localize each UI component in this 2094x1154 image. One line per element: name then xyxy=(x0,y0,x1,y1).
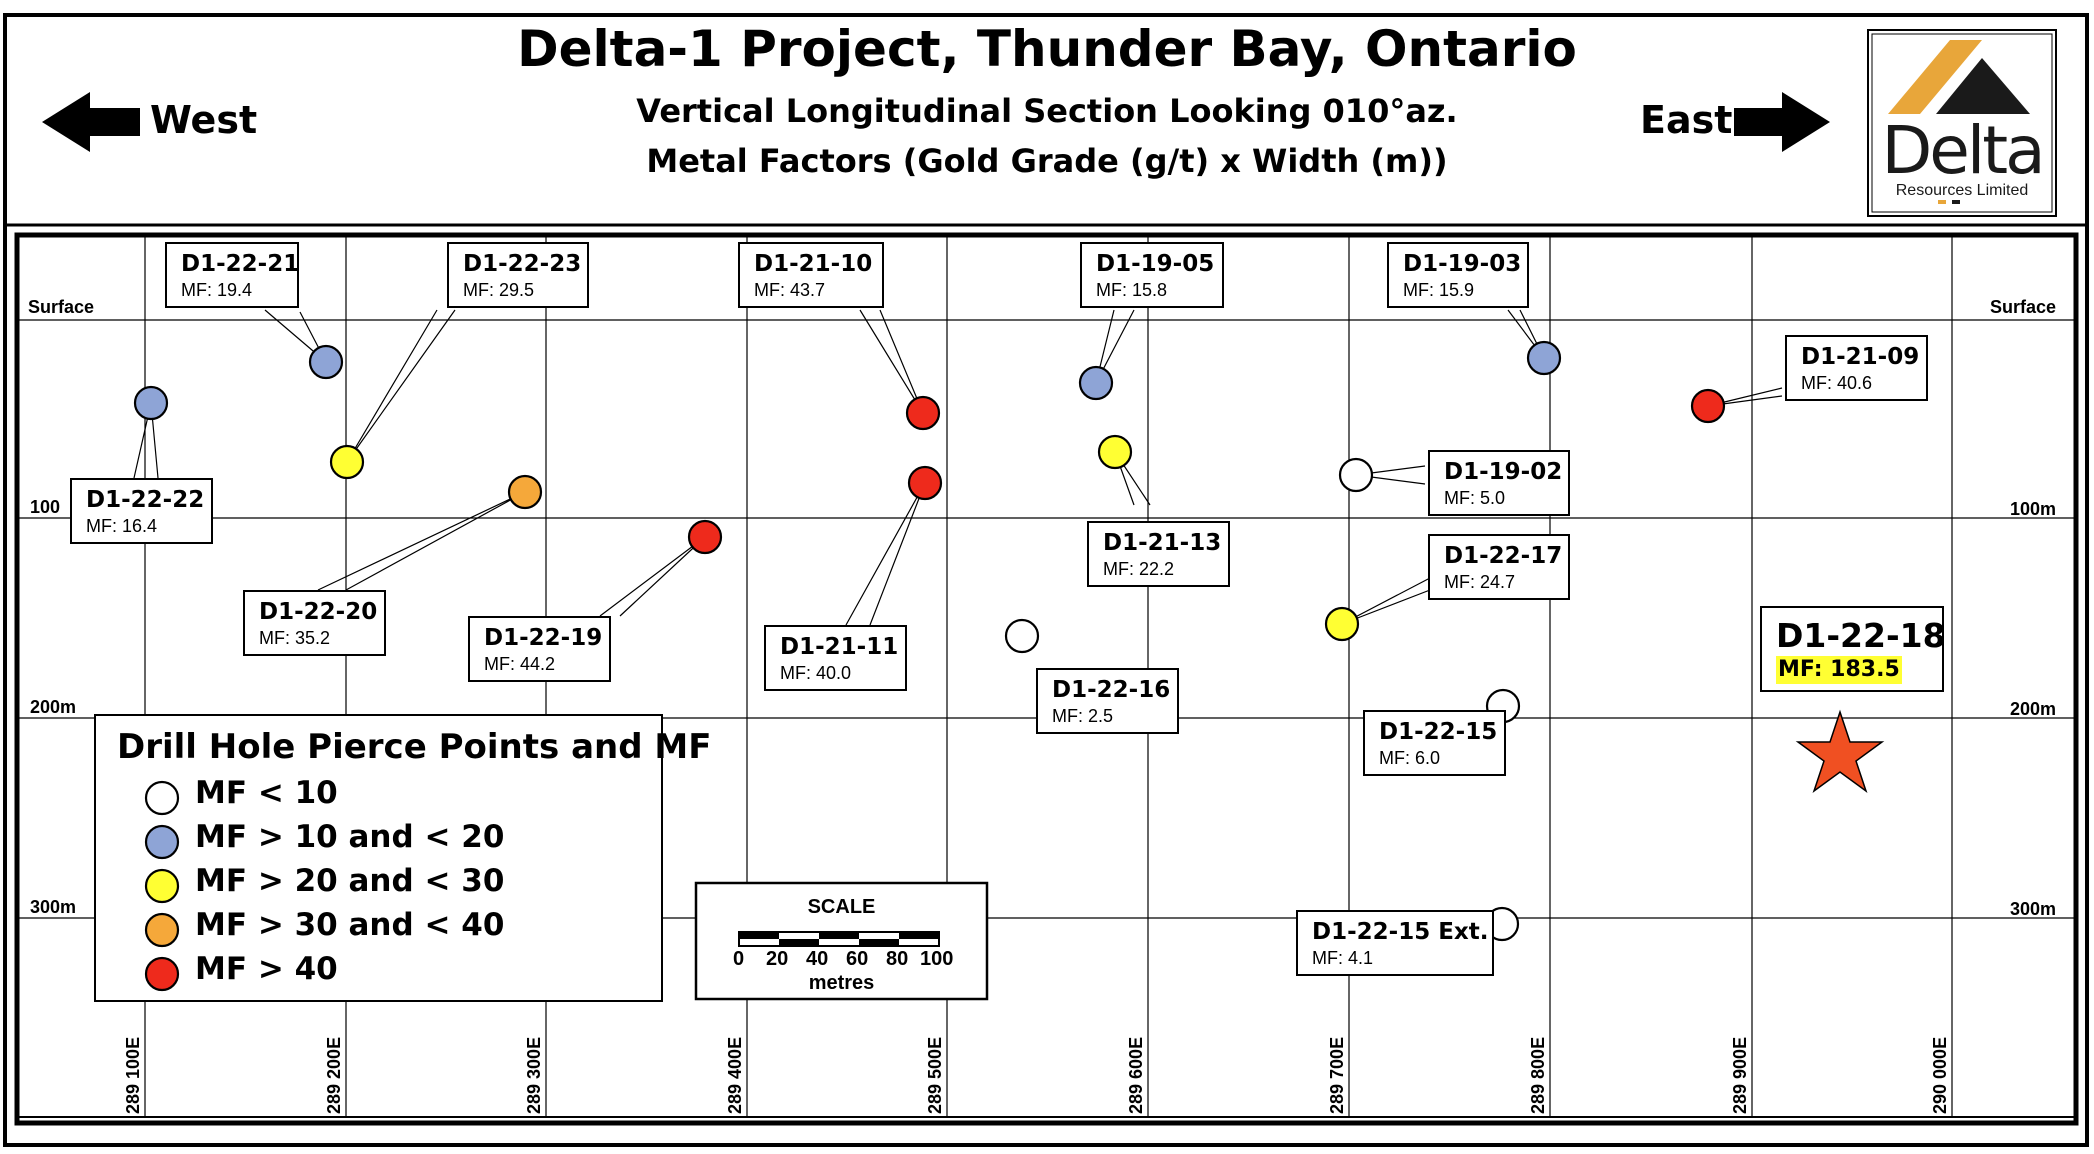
page-title: Delta-1 Project, Thunder Bay, Ontario xyxy=(517,20,1577,78)
easting-label: 289 400E xyxy=(725,1036,745,1114)
pierce-point-d1-21-09 xyxy=(1690,388,1726,424)
depth-200-right: 200m xyxy=(2010,699,2057,719)
highlight-mf: MF: 183.5 xyxy=(1776,656,1902,684)
legend-dot xyxy=(144,912,180,948)
surface-label-left: Surface xyxy=(28,297,95,317)
legend-dot xyxy=(144,780,180,816)
scale-tick-label: 20 xyxy=(766,948,789,970)
scale-tick-label: 80 xyxy=(886,948,909,970)
delta-logo xyxy=(1867,29,2057,217)
scale-tick-label: 40 xyxy=(806,948,829,970)
callout-d1-22-18: D1-22-18 MF: 183.5 xyxy=(1760,606,1946,692)
scale-unit: metres xyxy=(808,972,875,994)
legend-item-label: MF > 40 xyxy=(195,951,338,987)
pierce-point-d1-22-23 xyxy=(329,444,365,480)
scale-tick-label: 0 xyxy=(733,948,745,970)
easting-label: 289 700E xyxy=(1327,1036,1347,1114)
scale-title: SCALE xyxy=(807,896,876,918)
pierce-point-d1-19-02 xyxy=(1338,457,1374,493)
pierce-point-d1-19-05 xyxy=(1078,365,1114,401)
pierce-point-d1-22-17 xyxy=(1324,606,1360,642)
east-arrow-icon xyxy=(1734,92,1830,152)
west-label: West xyxy=(150,98,258,142)
legend-title: Drill Hole Pierce Points and MF xyxy=(117,727,712,767)
map-frame xyxy=(14,232,2079,1126)
legend-dots xyxy=(144,780,180,992)
pierce-point-d1-19-03 xyxy=(1526,340,1562,376)
easting-label: 289 100E xyxy=(123,1036,143,1114)
legend-dot xyxy=(144,868,180,904)
west-arrow-icon xyxy=(42,92,140,152)
depth-100-right: 100m xyxy=(2010,499,2057,519)
easting-label: 289 500E xyxy=(925,1036,945,1114)
legend-item-label: MF < 10 xyxy=(195,775,338,811)
easting-label: 290 000E xyxy=(1930,1036,1950,1114)
pierce-point-d1-22-20 xyxy=(507,474,543,510)
pierce-point-d1-21-11 xyxy=(907,465,943,501)
legend-item-label: MF > 30 and < 40 xyxy=(195,907,505,943)
star-icon xyxy=(1795,709,1885,793)
subtitle-section: Vertical Longitudinal Section Looking 01… xyxy=(636,92,1458,130)
east-label: East xyxy=(1640,98,1733,142)
subtitle-metal-factors: Metal Factors (Gold Grade (g/t) x Width … xyxy=(646,142,1448,180)
easting-label: 289 900E xyxy=(1730,1036,1750,1114)
callout-d1-22-15-ext: D1-22-15 Ext.MF: 4.1 xyxy=(1296,910,1494,976)
pierce-points xyxy=(133,340,1726,942)
easting-label: 289 300E xyxy=(524,1036,544,1114)
pierce-point-d1-22-21 xyxy=(308,344,344,380)
logo-tagline: Resources Limited xyxy=(1895,182,2029,199)
scale-tick-label: 100 xyxy=(920,948,954,970)
easting-label: 289 600E xyxy=(1126,1036,1146,1114)
legend-item-label: MF > 10 and < 20 xyxy=(195,819,505,855)
depth-200-left: 200m xyxy=(30,697,77,717)
legend-item-label: MF > 20 and < 30 xyxy=(195,863,505,899)
pierce-point-d1-21-10 xyxy=(905,395,941,431)
pierce-point-d1-22-22 xyxy=(133,385,169,421)
legend-dot xyxy=(144,824,180,860)
outer-border xyxy=(3,13,2089,1147)
surface-label-right: Surface xyxy=(1990,297,2057,317)
depth-300-right: 300m xyxy=(2010,899,2057,919)
legend-box xyxy=(94,714,663,1002)
logo-word: Delta xyxy=(1881,112,2045,189)
pierce-point-d1-22-19 xyxy=(687,519,723,555)
easting-label: 289 200E xyxy=(324,1036,344,1114)
highlight-hole-id: D1-22-18 xyxy=(1776,616,1946,655)
easting-label: 289 800E xyxy=(1528,1036,1548,1114)
scale-tick-label: 60 xyxy=(846,948,869,970)
depth-100-left: 100 xyxy=(30,497,61,517)
pierce-point-d1-22-16 xyxy=(1004,618,1040,654)
depth-300-left: 300m xyxy=(30,897,77,917)
legend-dot xyxy=(144,956,180,992)
scale-bar-icon xyxy=(738,931,940,947)
pierce-point-d1-21-13 xyxy=(1097,434,1133,470)
